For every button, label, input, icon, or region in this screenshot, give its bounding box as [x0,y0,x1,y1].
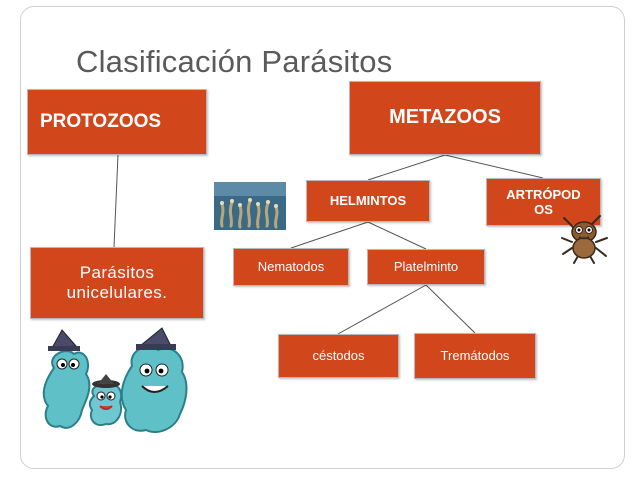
node-nematodos: Nematodos [233,248,349,286]
node-cestodos: céstodos [278,334,399,378]
worms-image [214,182,286,230]
node-parasitos-unicelulares: Parásitos unicelulares. [30,247,204,319]
amoeba-cartoon-image [42,327,188,433]
node-platelminto-label: Platelminto [393,259,459,275]
connector-helmintos-nematodos [290,221,369,249]
slide-frame [20,6,625,469]
node-artropodos-label-line2: OS [534,202,553,217]
node-unicelulares-label-line1: Parásitos [79,262,155,282]
node-helmintos-label: HELMINTOS [329,193,407,209]
ant-image [561,215,608,264]
connector-platelminto-trematodos [425,284,476,334]
node-artropodos: ARTRÓPOD OS [486,178,601,226]
connector-helmintos-platelminto [367,221,427,250]
node-helmintos: HELMINTOS [306,180,430,222]
connector-metazoos-helmintos [367,154,446,181]
node-unicelulares-label-line2: unicelulares. [66,283,168,302]
node-cestodos-label: céstodos [312,348,365,364]
node-artropodos-label-line1: ARTRÓPOD [506,186,581,202]
node-metazoos-label: METAZOOS [389,106,501,129]
node-trematodos: Tremátodos [414,333,536,379]
connector-platelminto-cestodos [337,284,427,335]
node-metazoos: METAZOOS [349,81,541,155]
node-trematodos-label: Tremátodos [440,348,510,364]
node-nematodos-label: Nematodos [257,259,325,275]
node-protozoos: PROTOZOOS [27,89,207,155]
connector-metazoos-artropodos [444,154,544,179]
slide-title: Clasificación Parásitos [76,44,393,79]
connector-protozoos-unicelulares [113,154,119,248]
node-protozoos-label: PROTOZOOS [40,110,162,132]
node-platelminto: Platelminto [367,249,485,285]
